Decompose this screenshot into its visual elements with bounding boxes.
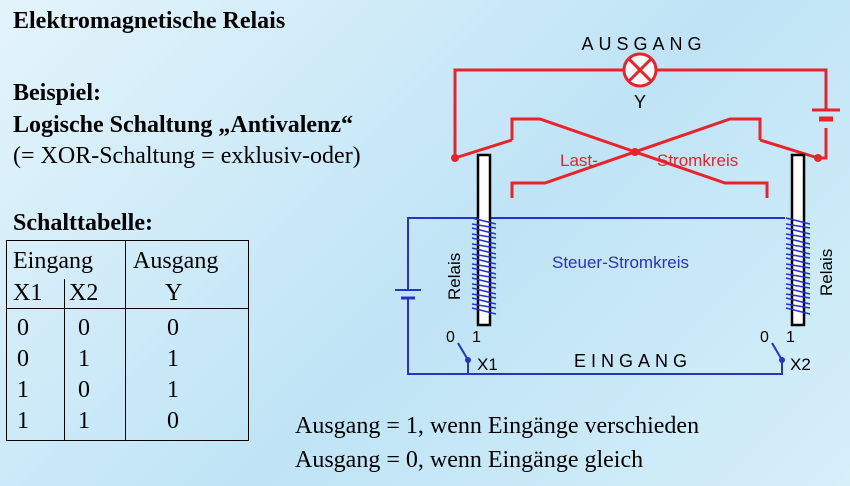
battery-icon bbox=[812, 108, 840, 122]
rule-equal: Ausgang = 0, wenn Eingänge gleich bbox=[295, 447, 644, 473]
output-label: AUSGANG bbox=[581, 34, 706, 54]
switch-x2-on: 1 bbox=[786, 329, 795, 346]
example-label: Beispiel: bbox=[13, 80, 101, 106]
row-4-y: 0 bbox=[167, 408, 179, 434]
table-divider-main bbox=[125, 241, 126, 440]
input-x1-label: X1 bbox=[477, 355, 498, 374]
row-1-x1: 0 bbox=[17, 315, 29, 341]
row-3-x2: 0 bbox=[78, 377, 90, 403]
header-eingang: Eingang bbox=[13, 248, 93, 274]
lamp-cross-b bbox=[627, 57, 653, 83]
table-title: Schalttabelle: bbox=[13, 210, 153, 236]
load-circuit bbox=[453, 68, 828, 198]
row-3-y: 1 bbox=[167, 377, 179, 403]
row-4-x2: 1 bbox=[78, 408, 90, 434]
switch-x1-off: 0 bbox=[446, 329, 455, 346]
control-circuit bbox=[395, 217, 785, 375]
switch-x1-contact bbox=[465, 357, 471, 363]
relay-right bbox=[785, 153, 811, 327]
row-1-y: 0 bbox=[167, 315, 179, 341]
load-contact-right-nc bbox=[759, 138, 819, 160]
input-label: EINGANG bbox=[574, 351, 692, 371]
control-circuit-label: Steuer-Stromkreis bbox=[552, 253, 689, 272]
input-x2-label: X2 bbox=[790, 355, 811, 374]
table-header-rule bbox=[7, 308, 248, 309]
output-lamp bbox=[622, 52, 658, 88]
relay-left-label: Relais bbox=[445, 253, 464, 300]
column-x2: X2 bbox=[69, 280, 99, 306]
truth-table: Eingang Ausgang X1 X2 Y 0 0 0 0 1 1 1 0 … bbox=[6, 240, 249, 441]
switch-x2-off: 0 bbox=[760, 329, 769, 346]
load-junction-left bbox=[451, 154, 459, 162]
row-2-x2: 1 bbox=[78, 346, 90, 372]
load-crossing-point bbox=[631, 148, 639, 156]
relay-left-coil bbox=[471, 217, 497, 315]
control-wire-bottom bbox=[407, 298, 783, 375]
rule-different: Ausgang = 1, wenn Eingänge verschieden bbox=[295, 413, 700, 439]
row-2-y: 1 bbox=[167, 346, 179, 372]
row-3-x1: 1 bbox=[17, 377, 29, 403]
relay-right-label: Relais bbox=[817, 249, 836, 296]
xor-note: (= XOR-Schaltung = exklusiv-oder) bbox=[13, 143, 361, 169]
switch-x1-on: 1 bbox=[472, 329, 481, 346]
output-symbol: Y bbox=[634, 92, 646, 112]
load-contact-left-nc bbox=[454, 138, 513, 160]
relay-left bbox=[471, 153, 497, 327]
load-wire-top-right bbox=[656, 68, 828, 110]
relay-right-coil bbox=[785, 217, 811, 315]
column-y: Y bbox=[165, 280, 183, 306]
row-1-x2: 0 bbox=[78, 315, 90, 341]
table-divider-inputs bbox=[64, 279, 65, 440]
column-x1: X1 bbox=[13, 280, 43, 306]
control-wire-top bbox=[407, 217, 785, 290]
load-circuit-label-right: Stromkreis bbox=[657, 151, 738, 170]
load-wire-battery-right bbox=[818, 128, 828, 160]
switch-x1-lever bbox=[457, 342, 469, 361]
load-junction-right bbox=[814, 154, 822, 162]
switch-x2-lever bbox=[771, 342, 783, 361]
load-wire-top-left bbox=[453, 68, 624, 158]
switch-x2-contact bbox=[779, 357, 785, 363]
page-title: Elektromagnetische Relais bbox=[13, 8, 286, 34]
header-ausgang: Ausgang bbox=[133, 248, 219, 274]
subtitle: Logische Schaltung „Antivalenz“ bbox=[13, 112, 354, 138]
row-2-x1: 0 bbox=[17, 346, 29, 372]
load-circuit-label-left: Last- bbox=[560, 151, 598, 170]
row-4-x1: 1 bbox=[17, 408, 29, 434]
